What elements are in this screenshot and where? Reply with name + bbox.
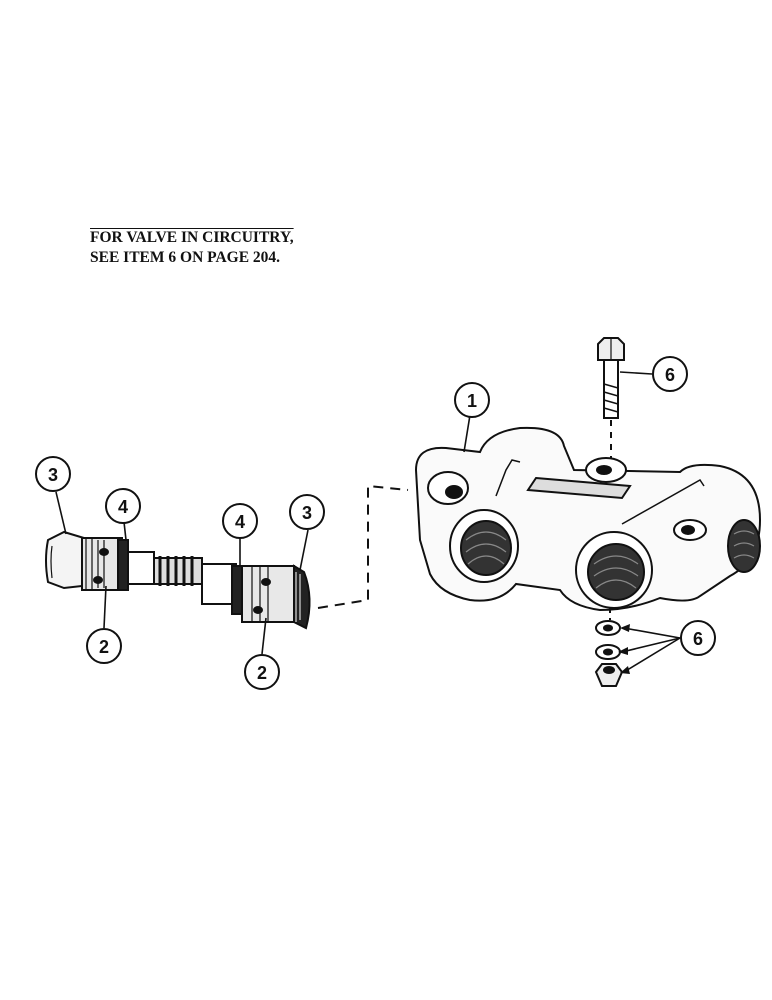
callout-6-top: 6 (652, 356, 688, 392)
callout-arrowheads (618, 624, 630, 674)
mounting-bolt (597, 337, 625, 419)
callout-6-bottom-label: 6 (693, 629, 703, 649)
assembly-leader-line (317, 484, 409, 609)
spool-assembly (45, 530, 311, 630)
callout-6-bottom: 6 (680, 620, 716, 656)
valve-body (414, 426, 762, 612)
callout-3-right-label: 3 (302, 503, 312, 523)
callout-3-right: 3 (289, 494, 325, 530)
callout-6-top-label: 6 (665, 365, 675, 385)
callout-3-left: 3 (35, 456, 71, 492)
callout-leaders (55, 371, 681, 673)
callout-3-left-label: 3 (48, 465, 58, 485)
callout-4-right-label: 4 (235, 512, 245, 532)
callout-4-left-label: 4 (118, 497, 128, 517)
callout-2-left: 2 (86, 628, 122, 664)
note-line-1: FOR VALVE IN CIRCUITRY, (90, 229, 294, 246)
washers-and-nut (594, 620, 624, 687)
callout-4-left: 4 (105, 488, 141, 524)
callout-1-label: 1 (467, 391, 477, 411)
callout-1: 1 (454, 382, 490, 418)
callout-2-left-label: 2 (99, 637, 109, 657)
callout-4-right: 4 (222, 503, 258, 539)
circuitry-note: FOR VALVE IN CIRCUITRY, SEE ITEM 6 ON PA… (90, 228, 294, 268)
callout-2-right: 2 (244, 654, 280, 690)
callout-2-right-label: 2 (257, 663, 267, 683)
note-line-2: SEE ITEM 6 ON PAGE 204. (90, 249, 281, 266)
